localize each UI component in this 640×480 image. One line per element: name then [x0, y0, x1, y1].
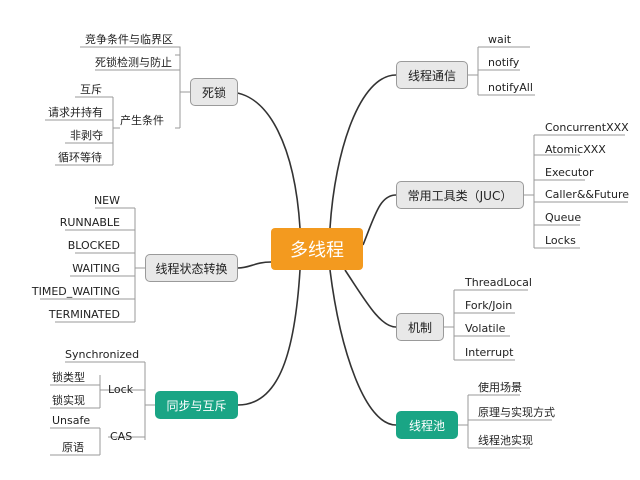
sync-synchronized[interactable]: Synchronized: [65, 348, 140, 361]
juc-item[interactable]: Queue: [545, 211, 582, 224]
deadlock-condition[interactable]: 循环等待: [58, 151, 102, 164]
state-item[interactable]: WAITING: [72, 262, 120, 275]
juc-item[interactable]: ConcurrentXXX: [545, 121, 629, 134]
topic-juc-tools[interactable]: 常用工具类（JUC）: [396, 181, 524, 209]
link-mech: [344, 269, 397, 328]
link-comm: [329, 74, 397, 229]
mech-item[interactable]: ThreadLocal: [465, 276, 532, 289]
topic-thread-state[interactable]: 线程状态转换: [145, 254, 238, 282]
link-sync: [237, 269, 301, 406]
lock-item[interactable]: 锁实现: [52, 394, 85, 407]
state-item[interactable]: NEW: [93, 194, 120, 207]
deadlock-condition[interactable]: 请求并持有: [48, 106, 103, 119]
juc-item[interactable]: AtomicXXX: [545, 143, 606, 156]
juc-item[interactable]: Caller&&Future: [545, 188, 630, 201]
sync-lock[interactable]: Lock: [108, 383, 134, 396]
comm-item[interactable]: notify: [488, 56, 520, 69]
pool-item[interactable]: 使用场景: [478, 381, 522, 394]
deadlock-condition[interactable]: 互斥: [80, 83, 102, 96]
comm-item[interactable]: wait: [488, 33, 512, 46]
cas-item[interactable]: Unsafe: [52, 414, 91, 427]
comm-item[interactable]: notifyAll: [488, 81, 533, 94]
mech-item[interactable]: Fork/Join: [465, 299, 513, 312]
topic-deadlock[interactable]: 死锁: [190, 78, 238, 106]
root-node[interactable]: 多线程: [271, 228, 363, 270]
mech-item[interactable]: Volatile: [465, 322, 506, 335]
deadlock-item[interactable]: 死锁检测与防止: [95, 56, 172, 69]
link-pool: [329, 269, 397, 426]
deadlock-condition[interactable]: 非剥夺: [70, 129, 103, 142]
state-item[interactable]: RUNNABLE: [59, 216, 120, 229]
pool-item[interactable]: 线程池实现: [478, 434, 533, 447]
deadlock-item[interactable]: 竞争条件与临界区: [85, 33, 173, 46]
sync-cas[interactable]: CAS: [110, 430, 133, 443]
topic-thread-comm[interactable]: 线程通信: [396, 61, 468, 89]
link-state: [237, 261, 272, 269]
topic-thread-pool[interactable]: 线程池: [396, 411, 458, 439]
pool-item[interactable]: 原理与实现方式: [478, 406, 555, 419]
topic-mechanism[interactable]: 机制: [396, 313, 444, 341]
deadlock-sub-conditions[interactable]: 产生条件: [120, 114, 164, 127]
link-deadlock: [227, 91, 301, 229]
state-item[interactable]: TIMED_WAITING: [31, 285, 120, 298]
state-item[interactable]: TERMINATED: [48, 308, 120, 321]
lock-item[interactable]: 锁类型: [52, 371, 85, 384]
juc-item[interactable]: Executor: [545, 166, 594, 179]
mech-item[interactable]: Interrupt: [465, 346, 514, 359]
state-item[interactable]: BLOCKED: [67, 239, 120, 252]
juc-item[interactable]: Locks: [545, 234, 576, 247]
topic-sync-mutex[interactable]: 同步与互斥: [155, 391, 238, 419]
cas-item[interactable]: 原语: [62, 441, 84, 454]
link-juc: [362, 194, 397, 246]
